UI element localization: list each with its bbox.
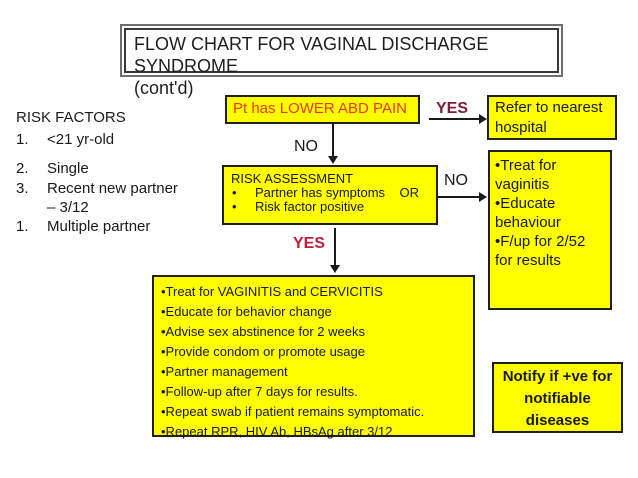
vaginitis-bullet-item: •Treat for vaginitis [495, 157, 557, 193]
risk-factor-number: 1. [16, 131, 29, 148]
no-label-right: NO [444, 172, 468, 189]
treatment-bullet-item: •Partner management [161, 364, 288, 379]
treatment-bullet-item: •Repeat swab if patient remains symptoma… [161, 404, 425, 419]
treatment-bullet-item: •Advise sex abstinence for 2 weeks [161, 324, 365, 339]
yes-label-top: YES [436, 100, 469, 117]
risk-factor-text: <21 yr-old [47, 131, 115, 148]
page-title: FLOW CHART FOR VAGINAL DISCHARGE SYNDROM… [134, 34, 489, 98]
title-box: FLOW CHART FOR VAGINAL DISCHARGE SYNDROM… [120, 24, 563, 98]
arrow-right-yes-branch [429, 112, 487, 126]
vaginitis-treatment-box: •Treat for vaginitis •Educate behaviour … [488, 150, 612, 310]
risk-factor-item: 1. <21 yr-old [16, 130, 226, 150]
risk-factor-text: Recent new partner – 3/12 [47, 180, 178, 216]
no-label-top: NO [294, 138, 318, 155]
risk-assessment-item-text: Risk factor positive [255, 199, 365, 214]
treatment-bullet-item: •Provide condom or promote usage [161, 344, 365, 359]
arrowhead-right-icon [479, 114, 487, 124]
risk-assessment-item: • Partner has symptoms OR [231, 186, 436, 200]
main-treatment-box: •Treat for VAGINITIS and CERVICITIS •Edu… [152, 275, 475, 439]
arrowhead-down-icon [330, 265, 340, 273]
title-box-inner-border: FLOW CHART FOR VAGINAL DISCHARGE SYNDROM… [124, 28, 559, 98]
notify-box: Notify if +ve for notifiable diseases [492, 362, 623, 433]
risk-factors-heading: RISK FACTORS [16, 109, 126, 126]
arrow-right-no-branch [438, 190, 487, 204]
treatment-bullet-item: •Repeat RPR, HIV Ab, HBsAg after 3/12 [161, 424, 393, 439]
lower-abd-pain-label: Pt has LOWER ABD PAIN [233, 100, 407, 117]
bullet-icon: • [232, 185, 237, 200]
vaginitis-bullet-item: •Educate behaviour [495, 195, 561, 231]
bullet-icon: • [232, 199, 237, 214]
arrow-down-yes-branch [328, 228, 342, 273]
refer-hospital-box: Refer to nearest hospital [487, 95, 617, 140]
risk-assessment-heading: RISK ASSESSMENT [231, 171, 354, 186]
vaginitis-bullet-item: •F/up for 2/52 for results [495, 233, 586, 269]
risk-factor-item: 2. Single [16, 159, 226, 179]
yes-label-bottom: YES [293, 235, 326, 252]
arrow-line [429, 118, 480, 120]
risk-factor-number: 1. [16, 218, 29, 235]
arrowhead-down-icon [328, 156, 338, 164]
arrow-down-no-branch [326, 124, 340, 164]
treatment-bullet-item: •Follow-up after 7 days for results. [161, 384, 358, 399]
arrow-line [334, 228, 336, 266]
risk-assessment-item: • Risk factor positive [231, 200, 436, 214]
arrow-line [332, 124, 334, 157]
risk-factor-number: 2. [16, 160, 29, 177]
risk-factor-item: 1. Multiple partner [16, 217, 226, 237]
risk-factor-item: 3. Recent new partner – 3/12 [16, 179, 226, 217]
risk-assessment-item-text: Partner has symptoms OR [255, 185, 419, 200]
risk-factor-text: Multiple partner [47, 218, 151, 235]
treatment-bullet-item: •Educate for behavior change [161, 304, 332, 319]
refer-hospital-label: Refer to nearest hospital [495, 99, 603, 136]
risk-factors-panel: RISK FACTORS 1. <21 yr-old 2. Single 3. … [16, 108, 226, 237]
treatment-bullet-item: •Treat for VAGINITIS and CERVICITIS [161, 284, 383, 299]
risk-assessment-list: • Partner has symptoms OR • Risk factor … [231, 186, 436, 214]
risk-factors-list: 1. <21 yr-old 2. Single 3. Recent new pa… [16, 130, 226, 237]
lower-abd-pain-box: Pt has LOWER ABD PAIN [225, 95, 420, 124]
notify-label: Notify if +ve for notifiable diseases [502, 368, 613, 429]
arrowhead-right-icon [479, 192, 487, 202]
risk-factor-number: 3. [16, 180, 29, 197]
risk-factor-text: Single [47, 160, 89, 177]
risk-assessment-box: RISK ASSESSMENT • Partner has symptoms O… [222, 165, 438, 225]
arrow-line [438, 196, 480, 198]
